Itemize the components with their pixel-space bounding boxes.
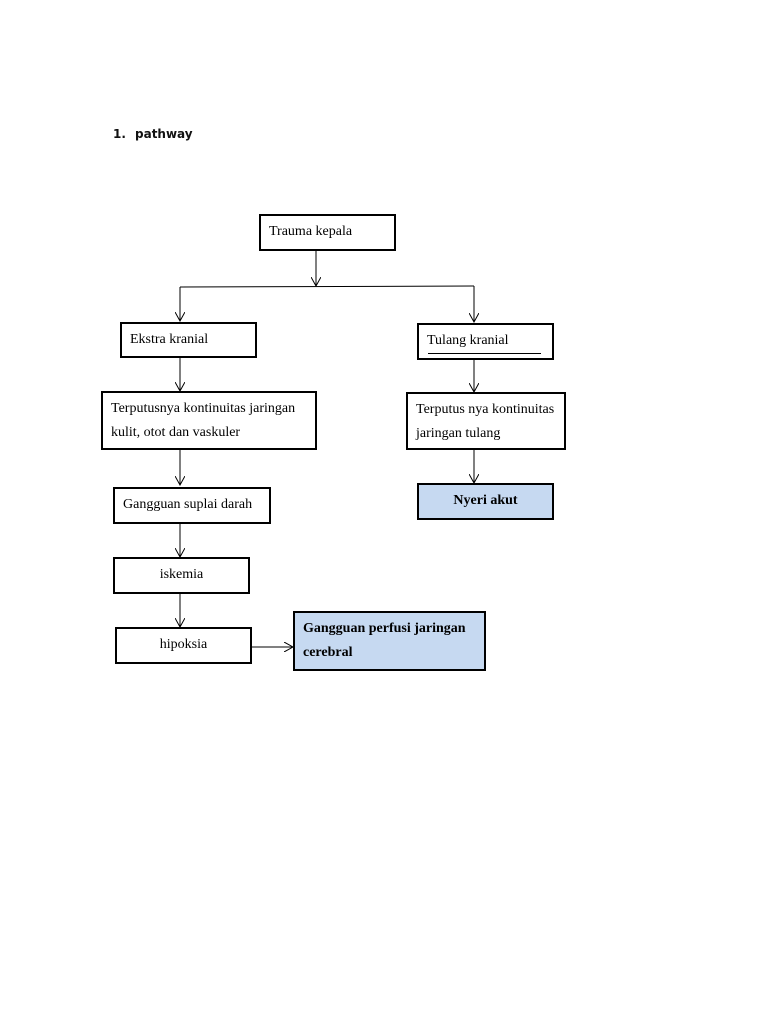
node-ekstra-kranial: Ekstra kranial [120, 322, 257, 358]
section-number: 1. [113, 127, 126, 141]
tulang-kranial-underline [428, 353, 541, 354]
section-title: pathway [135, 127, 193, 141]
section-heading: 1. pathway [113, 127, 193, 141]
split-horizontal-line [179, 285, 475, 288]
node-hipoksia: hipoksia [115, 627, 252, 664]
node-nyeri-akut: Nyeri akut [417, 483, 554, 520]
node-iskemia: iskemia [113, 557, 250, 594]
node-tulang-kranial: Tulang kranial [417, 323, 554, 360]
node-gangguan-perfusi-jaringan-cerebral: Gangguan perfusi jaringan cerebral [293, 611, 486, 671]
node-terputusnya-kontinuitas-jaringan: Terputusnya kontinuitas jaringan kulit, … [101, 391, 317, 450]
node-gangguan-suplai-darah: Gangguan suplai darah [113, 487, 271, 524]
node-trauma-kepala: Trauma kepala [259, 214, 396, 251]
node-terputus-kontinuitas-tulang: Terputus nya kontinuitas jaringan tulang [406, 392, 566, 450]
